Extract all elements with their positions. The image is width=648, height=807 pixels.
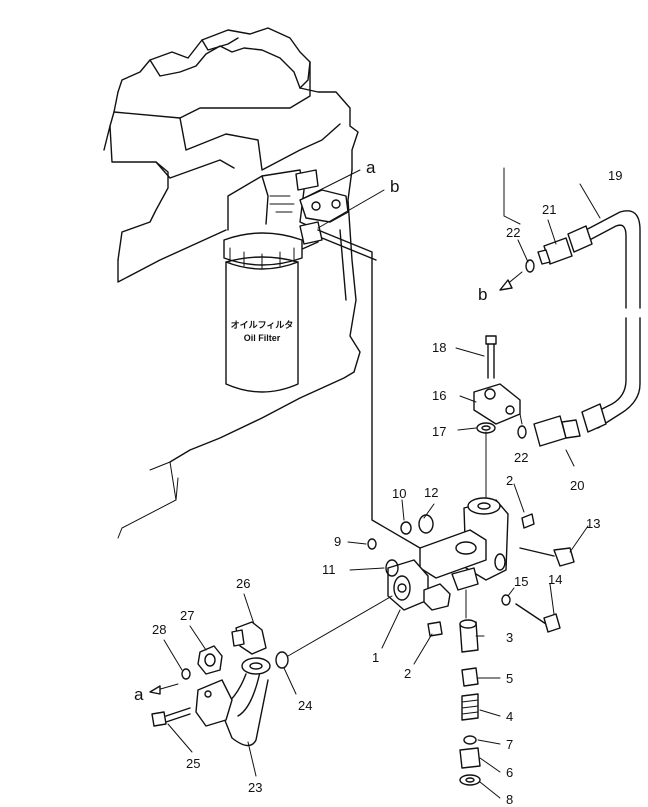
callout-2-right: 2	[506, 473, 513, 488]
callout-3: 3	[506, 630, 513, 645]
manifold-assembly	[367, 497, 575, 637]
ref-b-right: b	[478, 285, 487, 304]
lower-left-parts: a	[134, 595, 393, 747]
filter-label-english: Oil Filter	[244, 333, 281, 343]
long-hose	[317, 229, 421, 549]
ref-a-top: a	[366, 158, 376, 177]
callout-21: 21	[542, 202, 556, 217]
callout-7: 7	[506, 737, 513, 752]
ref-a-left: a	[134, 685, 144, 704]
reference-arrows-top: a b	[299, 158, 399, 229]
callout-15: 15	[514, 574, 528, 589]
callout-22-upper: 22	[506, 225, 520, 240]
callout-6: 6	[506, 765, 513, 780]
callout-14: 14	[548, 572, 562, 587]
callout-12: 12	[424, 485, 438, 500]
callout-2-lower: 2	[404, 666, 411, 681]
callout-17: 17	[432, 424, 446, 439]
ref-b-top: b	[390, 177, 399, 196]
callout-19: 19	[608, 168, 622, 183]
callout-24: 24	[298, 698, 312, 713]
leader-lines	[163, 167, 601, 799]
callout-26: 26	[236, 576, 250, 591]
callout-9: 9	[334, 534, 341, 549]
callout-23: 23	[248, 780, 262, 795]
callout-25: 25	[186, 756, 200, 771]
callout-27: 27	[180, 608, 194, 623]
callout-8: 8	[506, 792, 513, 807]
callout-5: 5	[506, 671, 513, 686]
callout-18: 18	[432, 340, 446, 355]
parts-16-17-18	[473, 335, 521, 501]
callout-16: 16	[432, 388, 446, 403]
callout-28: 28	[152, 622, 166, 637]
engine-block	[103, 27, 361, 539]
filter-label-japanese: オイルフィルタ	[231, 319, 294, 330]
callout-1: 1	[372, 650, 379, 665]
callout-numbers: 1 2 2 3 4 5 6 7 8 9 10 11 12 13 14 15 16…	[152, 168, 622, 807]
callout-4: 4	[506, 709, 513, 724]
oil-filter: オイルフィルタ Oil Filter	[223, 232, 303, 393]
hose-assembly-19: b	[478, 210, 641, 447]
valve-stack	[459, 619, 481, 786]
callout-13: 13	[586, 516, 600, 531]
callout-10: 10	[392, 486, 406, 501]
callout-20: 20	[570, 478, 584, 493]
callout-11: 11	[322, 562, 336, 577]
callout-22-lower: 22	[514, 450, 528, 465]
